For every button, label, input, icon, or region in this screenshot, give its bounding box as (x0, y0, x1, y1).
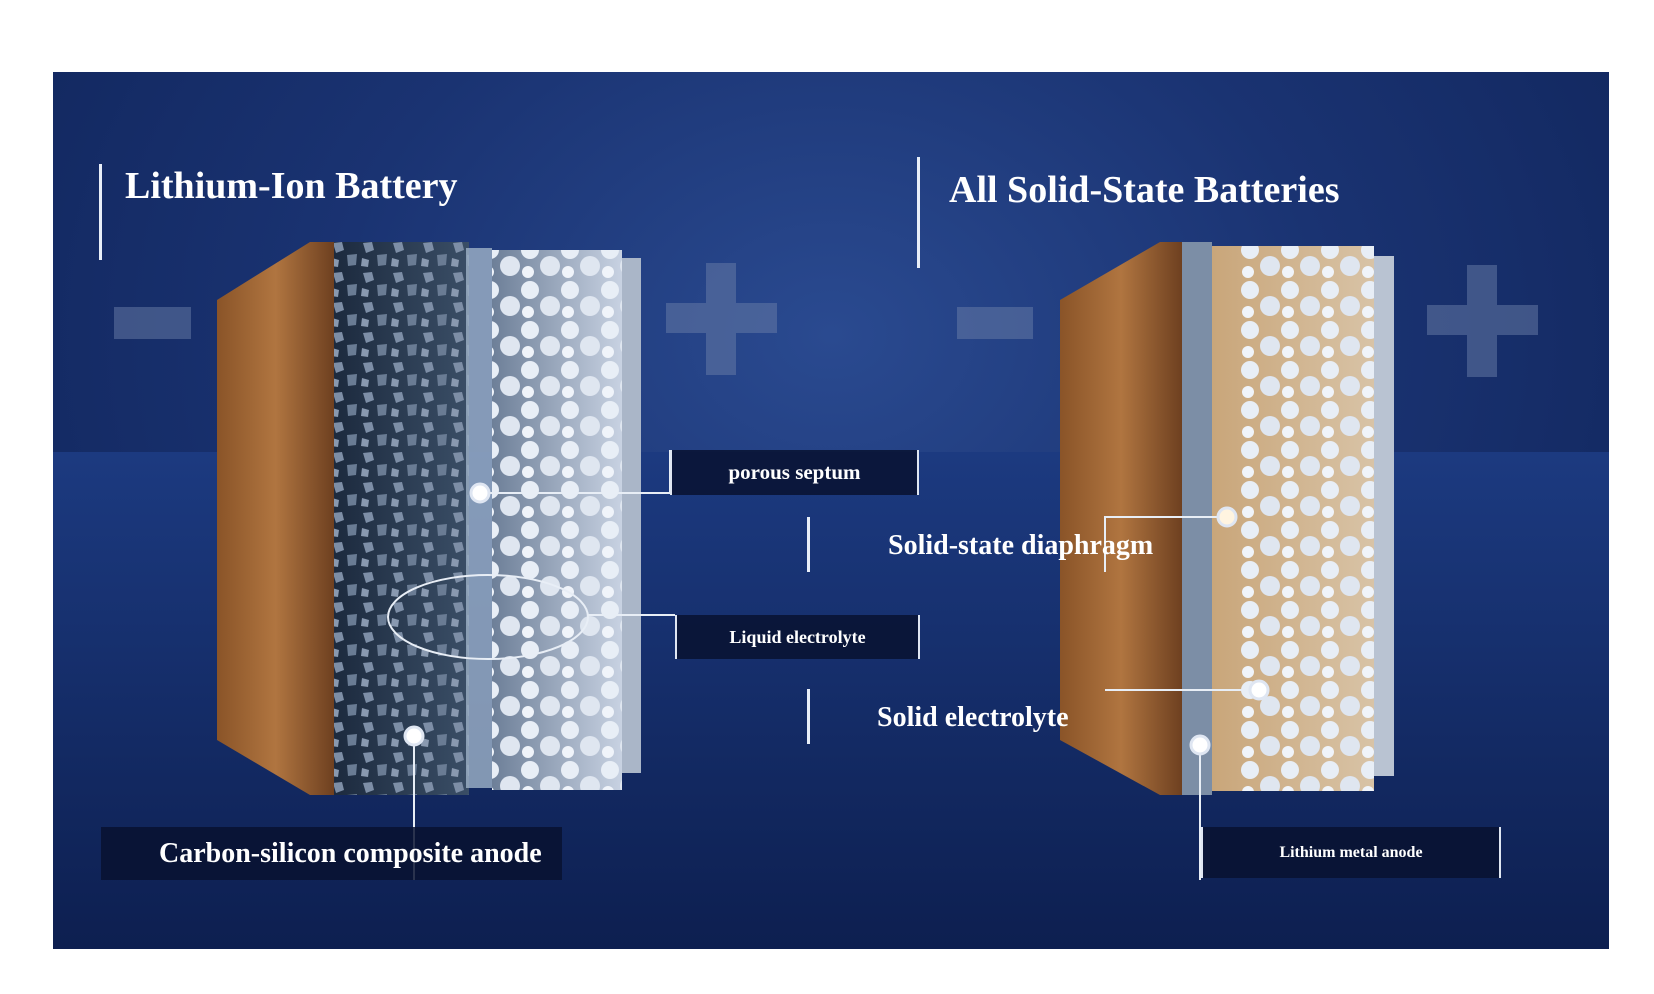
label-solid-state-diaphragm: Solid-state diaphragm (888, 530, 1154, 561)
marker-dot-solid-electrolyte (1248, 679, 1270, 701)
label-porous-septum: porous septum (670, 450, 919, 495)
title-accent-bar-left (99, 164, 102, 260)
label-bar-solid-electrolyte (807, 689, 810, 744)
marker-dots (403, 482, 1270, 756)
marker-dot-porous-septum (469, 482, 491, 504)
title-accent-bar-right (917, 157, 920, 268)
label-liquid-electrolyte: Liquid electrolyte (675, 615, 920, 659)
title-lithium-ion-battery: Lithium-Ion Battery (125, 165, 458, 207)
polarity-symbols (114, 263, 1538, 377)
label-bar-solid-state-diaphragm (807, 517, 810, 572)
label-carbon-silicon-anode: Carbon-silicon composite anode (101, 827, 562, 880)
minus-icon-left (114, 307, 191, 339)
marker-dot-lithium-metal-anode (1189, 734, 1211, 756)
marker-dot-solid-state-diaphragm (1216, 506, 1238, 528)
label-solid-electrolyte: Solid electrolyte (877, 702, 1069, 733)
minus-icon-right (957, 307, 1033, 339)
lithium-ion-battery-cell (217, 242, 641, 795)
marker-dot-carbon-silicon-anode (403, 725, 425, 747)
label-lithium-metal-anode: Lithium metal anode (1201, 827, 1501, 878)
solid-state-battery-cell (1060, 242, 1394, 795)
title-solid-state-batteries: All Solid-State Batteries (949, 169, 1340, 211)
